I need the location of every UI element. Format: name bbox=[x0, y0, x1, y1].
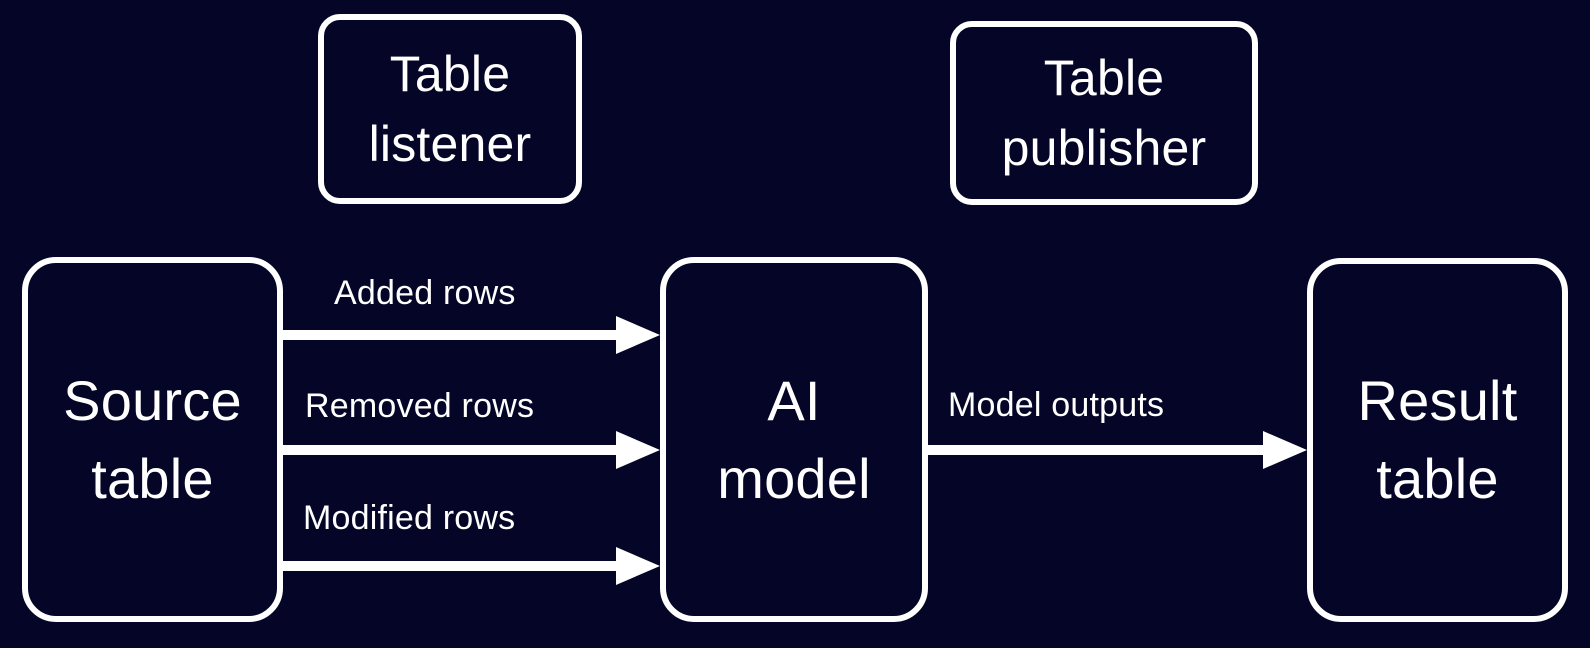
edge-model-outputs-shaft bbox=[928, 445, 1263, 455]
edge-modified-rows-shaft bbox=[283, 561, 616, 571]
edge-removed-rows-shaft bbox=[283, 445, 616, 455]
node-table-publisher[interactable]: Table publisher bbox=[950, 21, 1258, 205]
edge-label-model-outputs: Model outputs bbox=[948, 386, 1165, 424]
arrow-right-icon bbox=[616, 316, 660, 354]
edge-added-rows-shaft bbox=[283, 330, 616, 340]
node-source-table-label: Source table bbox=[63, 368, 242, 510]
arrow-right-icon bbox=[1263, 431, 1307, 469]
node-table-publisher-label: Table publisher bbox=[1001, 50, 1207, 176]
arrow-right-icon bbox=[616, 547, 660, 585]
node-ai-model[interactable]: AI model bbox=[660, 257, 928, 622]
node-table-listener-label: Table listener bbox=[368, 46, 532, 172]
node-result-table[interactable]: Result table bbox=[1307, 258, 1568, 622]
edge-label-added-rows: Added rows bbox=[334, 274, 516, 312]
edge-label-modified-rows: Modified rows bbox=[303, 499, 516, 537]
node-table-listener[interactable]: Table listener bbox=[318, 14, 582, 204]
node-ai-model-label: AI model bbox=[717, 368, 871, 510]
arrow-right-icon bbox=[616, 431, 660, 469]
edge-label-removed-rows: Removed rows bbox=[305, 387, 535, 425]
node-result-table-label: Result table bbox=[1357, 369, 1518, 510]
node-source-table[interactable]: Source table bbox=[22, 257, 283, 622]
